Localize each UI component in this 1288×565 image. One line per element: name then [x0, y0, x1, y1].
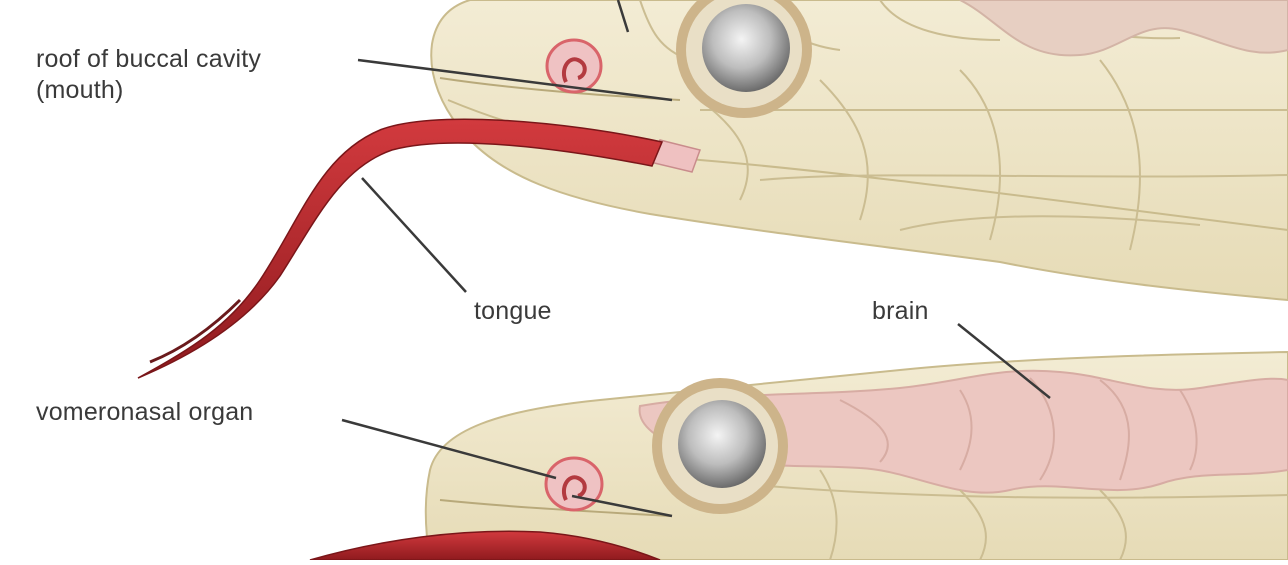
- tongue-leader-line: [362, 178, 466, 292]
- lower-snake-head: [310, 352, 1288, 560]
- upper-snake-head: [138, 0, 1288, 378]
- lower-eye-icon: [652, 378, 788, 514]
- label-brain: brain: [872, 296, 929, 327]
- upper-tongue: [138, 119, 700, 378]
- lower-vomeronasal-organ: [546, 458, 602, 510]
- label-roof-line2: (mouth): [36, 75, 261, 106]
- label-roof-of-buccal-cavity: roof of buccal cavity (mouth): [36, 44, 261, 106]
- label-vomeronasal-organ: vomeronasal organ: [36, 397, 253, 428]
- label-tongue: tongue: [474, 296, 552, 327]
- label-roof-line1: roof of buccal cavity: [36, 44, 261, 75]
